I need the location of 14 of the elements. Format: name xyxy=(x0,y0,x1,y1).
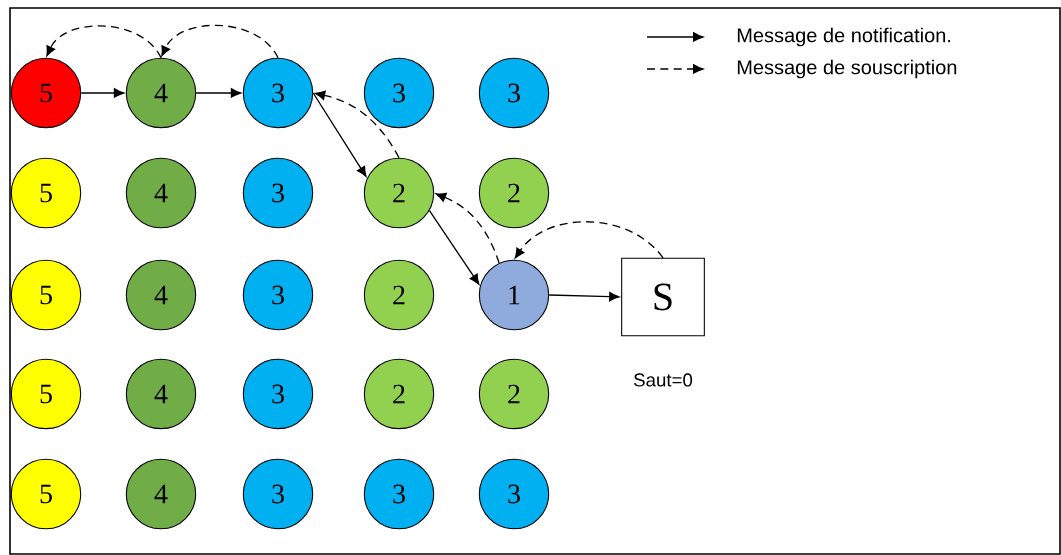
arrow xyxy=(312,92,367,177)
arrow xyxy=(428,209,480,285)
arrow xyxy=(314,90,400,159)
node-box: S xyxy=(621,257,705,337)
arrow xyxy=(161,24,279,59)
arrow xyxy=(46,25,162,59)
legend-text: Message de notification. xyxy=(737,27,951,47)
node-label: Saut=0 xyxy=(634,373,693,387)
arrow xyxy=(195,88,242,98)
arrow xyxy=(548,291,620,302)
arrow xyxy=(80,88,125,98)
legend-text: Message de souscription xyxy=(737,59,957,79)
arrow xyxy=(514,221,664,259)
arrow xyxy=(435,192,500,264)
